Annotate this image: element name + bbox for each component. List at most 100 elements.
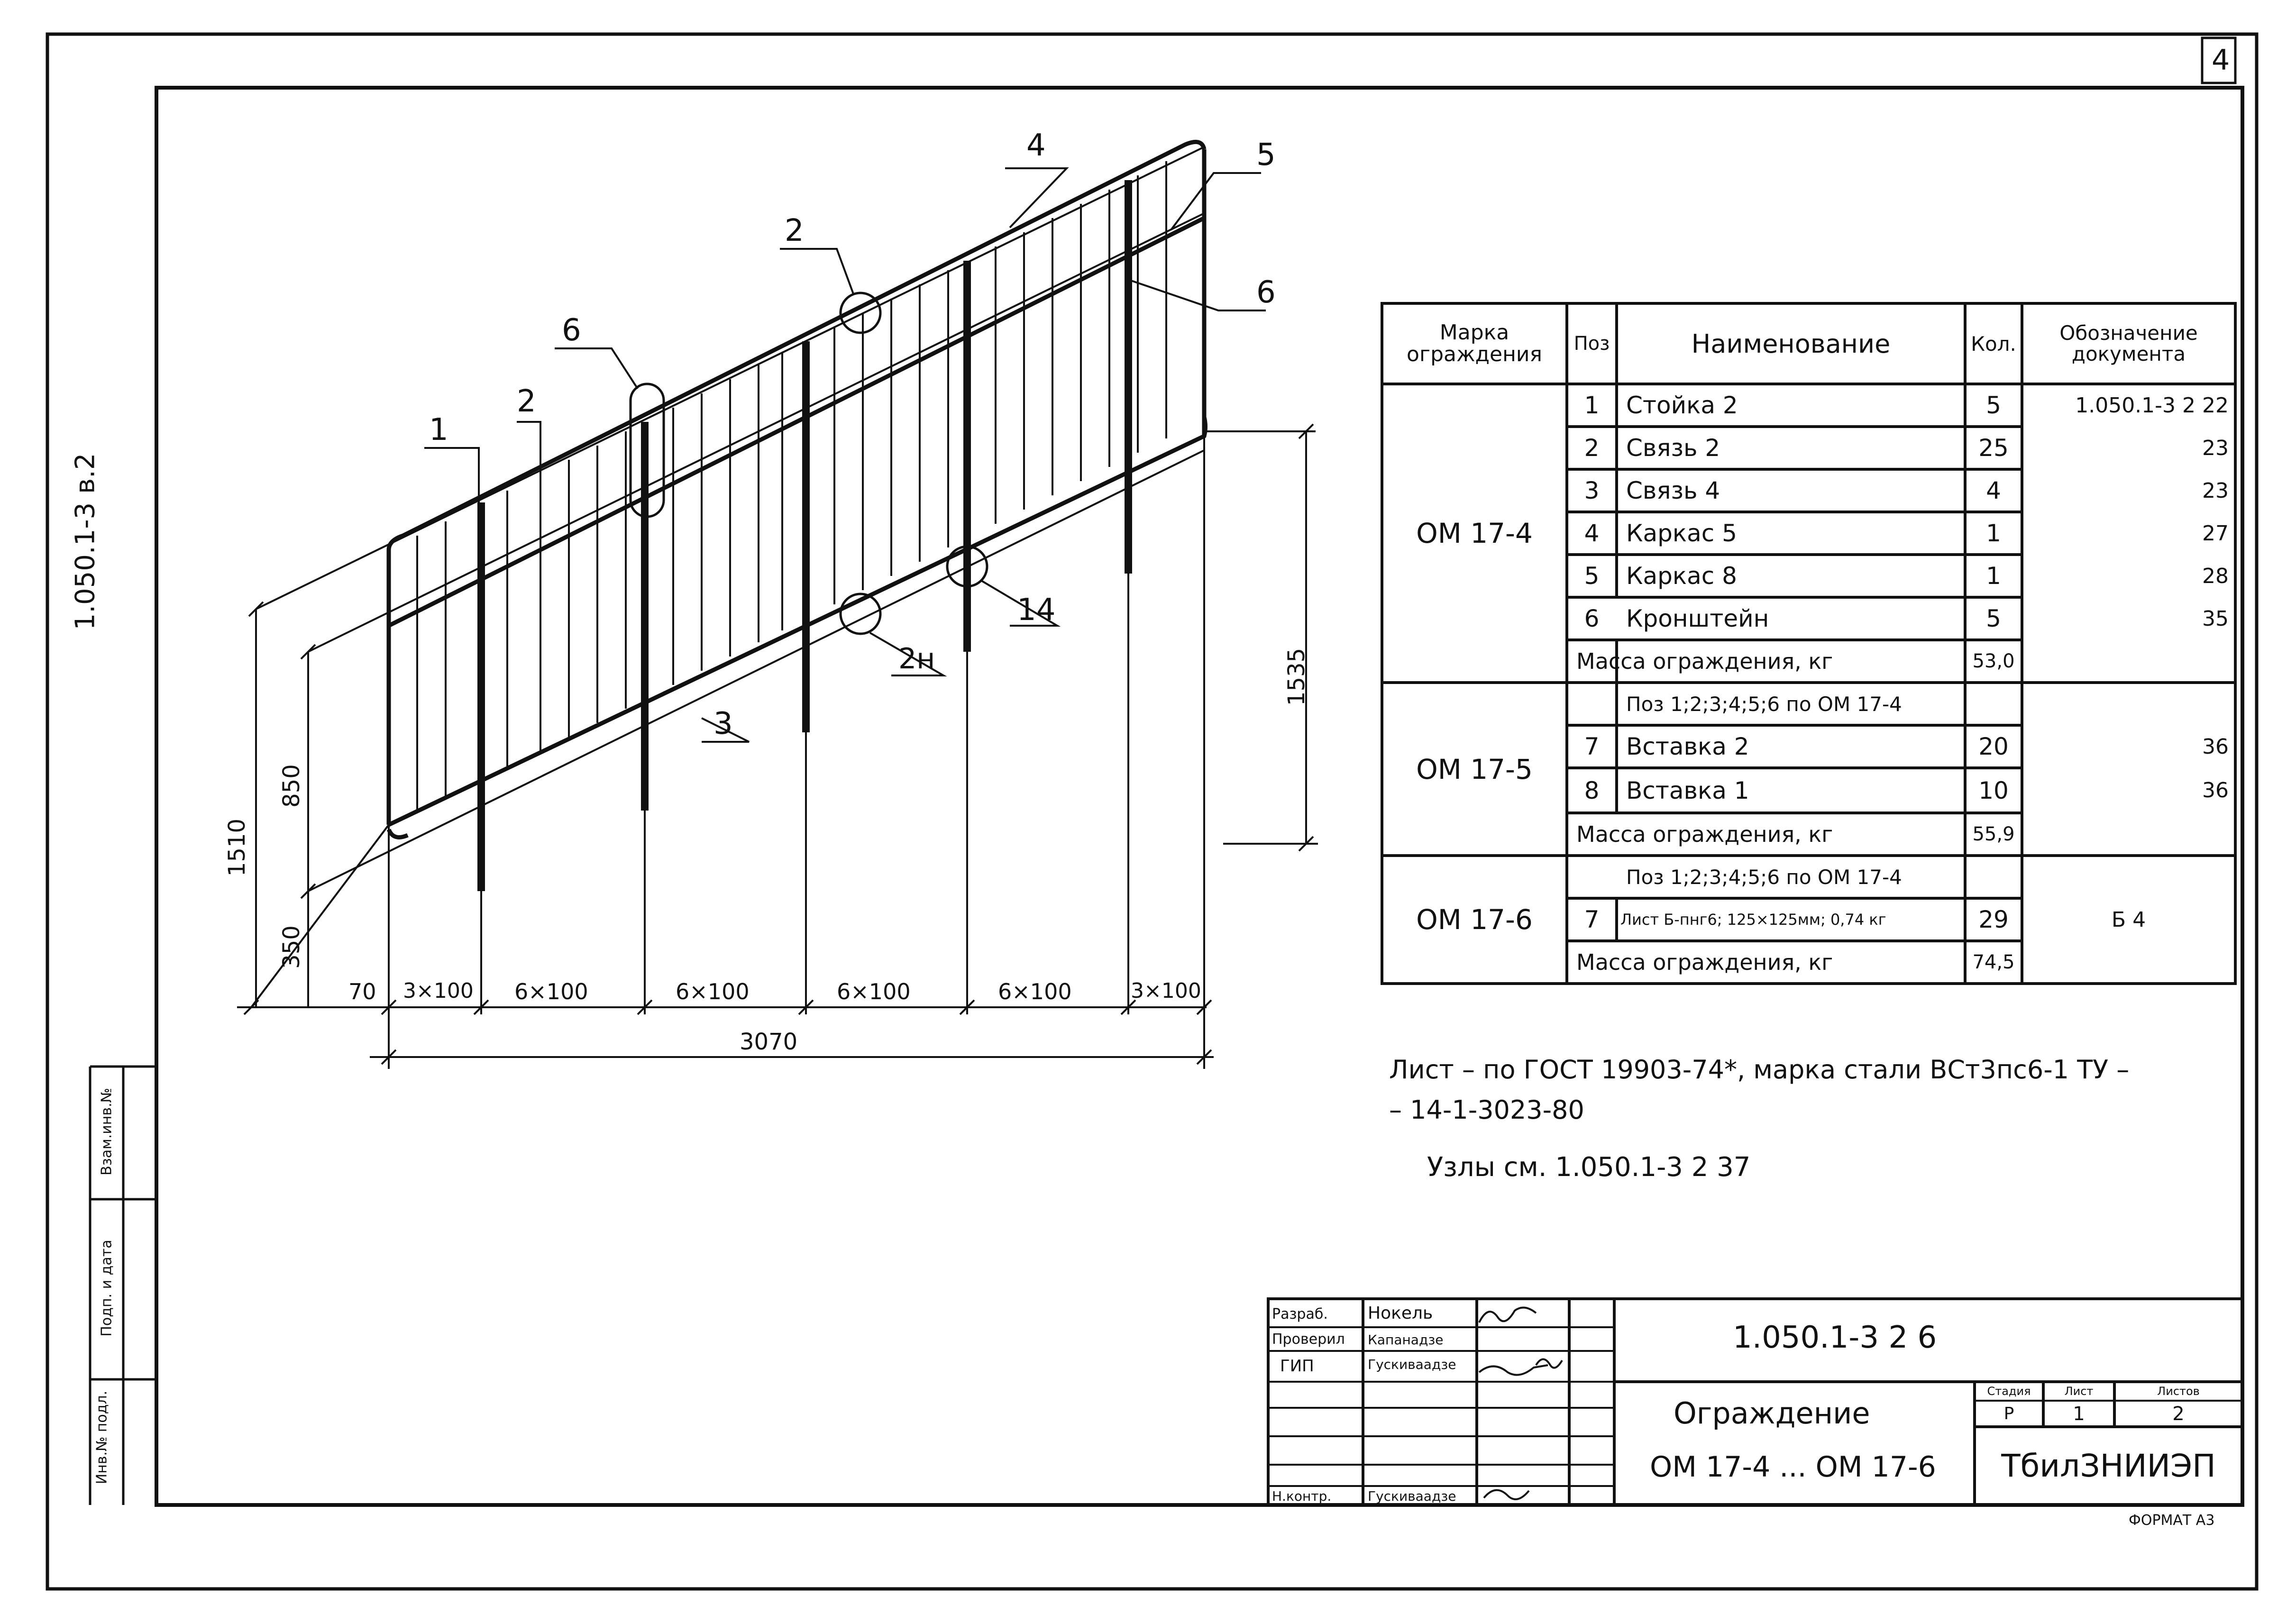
dimension-lines <box>237 146 1318 1069</box>
dim-6x100-4: 6×100 <box>998 979 1072 1004</box>
row-name: Стойка 2 <box>1626 392 1738 419</box>
row-pos: 2 <box>1584 434 1600 462</box>
row-qty: 1 <box>1986 520 2001 547</box>
sheet-label: Лист <box>2064 1385 2094 1398</box>
row-name: Каркас 5 <box>1626 520 1737 547</box>
role-developer: Разраб. <box>1272 1306 1328 1322</box>
row-pos: 7 <box>1584 733 1600 760</box>
callout-4: 4 <box>1026 128 1046 163</box>
row-doc: 23 <box>2202 478 2229 503</box>
role-norm-control: Н.контр. <box>1272 1488 1332 1504</box>
side-stamp-lines <box>89 1065 156 1505</box>
callout-2-left: 2 <box>517 384 536 419</box>
callout-14: 14 <box>1017 593 1056 628</box>
row-qty: 5 <box>1986 605 2001 632</box>
row-doc: Б 4 <box>2111 907 2146 932</box>
mass-value: 55,9 <box>1972 823 2015 845</box>
row-name: Лист Б-пнг6; 125×125мм; 0,74 кг <box>1620 911 1886 929</box>
row-doc: 36 <box>2202 734 2229 759</box>
row-name: Кронштейн <box>1626 605 1769 632</box>
vertical-bars <box>416 161 1167 812</box>
detail-circles <box>629 292 988 635</box>
outer-border <box>46 32 2259 1591</box>
callout-6: 6 <box>1256 275 1276 310</box>
row-name: Вставка 2 <box>1626 733 1749 760</box>
header-pos: Поз <box>1573 333 1610 355</box>
callout-5: 5 <box>1256 137 1276 173</box>
row-doc: 23 <box>2202 436 2229 460</box>
row-doc: 35 <box>2202 606 2229 631</box>
mass-label: Масса ограждения, кг <box>1576 949 1833 975</box>
row-pos: 8 <box>1584 776 1600 804</box>
dim-3x100-left: 3×100 <box>403 979 474 1003</box>
group-mark-om17-6: ОМ 17-6 <box>1416 903 1533 936</box>
row-qty: 4 <box>1986 477 2001 504</box>
title-block-grid <box>1267 1297 2244 1506</box>
name-chief: Гускиваадзе <box>1368 1357 1456 1372</box>
dim-6x100-2: 6×100 <box>676 979 750 1004</box>
row-pos: 4 <box>1584 520 1600 547</box>
title-line-2: ОМ 17-4 ... ОМ 17-6 <box>1650 1450 1936 1484</box>
role-checker: Проверил <box>1272 1331 1345 1348</box>
group-ref: Поз 1;2;3;4;5;6 по ОМ 17-4 <box>1626 865 1902 889</box>
sheets-label: Листов <box>2157 1385 2200 1398</box>
page-number: 4 <box>2212 44 2230 77</box>
title-line-1: Ограждение <box>1674 1396 1870 1431</box>
row-qty: 20 <box>1978 733 2009 760</box>
name-developer: Нокель <box>1368 1304 1433 1323</box>
row-doc: 1.050.1-3 2 22 <box>2075 393 2229 418</box>
format-label: ФОРМАТ А3 <box>2129 1512 2215 1529</box>
row-doc: 27 <box>2202 521 2229 546</box>
row-pos: 6 <box>1584 605 1600 632</box>
note-material: Лист – по ГОСТ 19903-74*, марка стали ВС… <box>1389 1055 2130 1085</box>
callout-1: 1 <box>429 412 448 447</box>
name-checker: Капанадзе <box>1368 1332 1444 1348</box>
organization: ТбилЗНИИЭП <box>2001 1448 2216 1484</box>
callout-8: 6 <box>562 313 581 348</box>
row-pos: 3 <box>1584 477 1600 504</box>
row-name: Вставка 1 <box>1626 776 1749 804</box>
row-pos: 7 <box>1584 906 1600 933</box>
note-material-cont: – 14-1-3023-80 <box>1389 1095 1584 1125</box>
group-mark-om17-4: ОМ 17-4 <box>1416 517 1533 549</box>
mass-value: 53,0 <box>1972 650 2015 672</box>
sheets-value: 2 <box>2172 1403 2185 1425</box>
header-qty: Кол. <box>1971 332 2016 356</box>
row-name: Связь 2 <box>1626 434 1720 462</box>
group-mark-om17-5: ОМ 17-5 <box>1416 753 1533 785</box>
row-doc: 36 <box>2202 778 2229 802</box>
dim-6x100-1: 6×100 <box>514 979 588 1004</box>
callout-2n: 2н <box>898 642 935 675</box>
header-doc: Обозначение документа <box>2059 321 2198 365</box>
group-ref: Поз 1;2;3;4;5;6 по ОМ 17-4 <box>1626 692 1902 716</box>
middle-rail <box>387 216 1206 628</box>
dim-3070: 3070 <box>740 1029 798 1055</box>
inner-frame <box>155 86 2244 1507</box>
callout-leaders <box>424 167 1266 743</box>
mass-label: Масса ограждения, кг <box>1576 648 1833 674</box>
row-qty: 5 <box>1986 392 2001 419</box>
stage-label: Стадия <box>1987 1385 2031 1398</box>
page-number-box <box>2201 36 2237 84</box>
row-pos: 1 <box>1584 392 1600 419</box>
document-code: 1.050.1-3 2 6 <box>1733 1320 1937 1355</box>
row-name: Каркас 8 <box>1626 562 1737 590</box>
header-mark: Марка ограждения <box>1407 320 1542 366</box>
row-qty: 29 <box>1978 906 2009 933</box>
dim-3x100-right: 3×100 <box>1131 979 1201 1003</box>
row-qty: 1 <box>1986 562 2001 590</box>
row-doc: 28 <box>2202 564 2229 588</box>
row-qty: 10 <box>1978 776 2009 804</box>
dim-70: 70 <box>348 979 376 1004</box>
callout-3: 3 <box>713 706 733 741</box>
mass-label: Масса ограждения, кг <box>1576 821 1833 847</box>
role-chief: ГИП <box>1280 1357 1314 1376</box>
mass-value: 74,5 <box>1972 951 2015 973</box>
row-pos: 5 <box>1584 562 1600 590</box>
callout-2-top: 2 <box>785 213 804 248</box>
dim-6x100-3: 6×100 <box>837 979 911 1004</box>
row-name: Связь 4 <box>1626 477 1720 504</box>
stage-value: Р <box>2003 1404 2014 1423</box>
note-nodes: Узлы см. 1.050.1-3 2 37 <box>1427 1152 1751 1183</box>
